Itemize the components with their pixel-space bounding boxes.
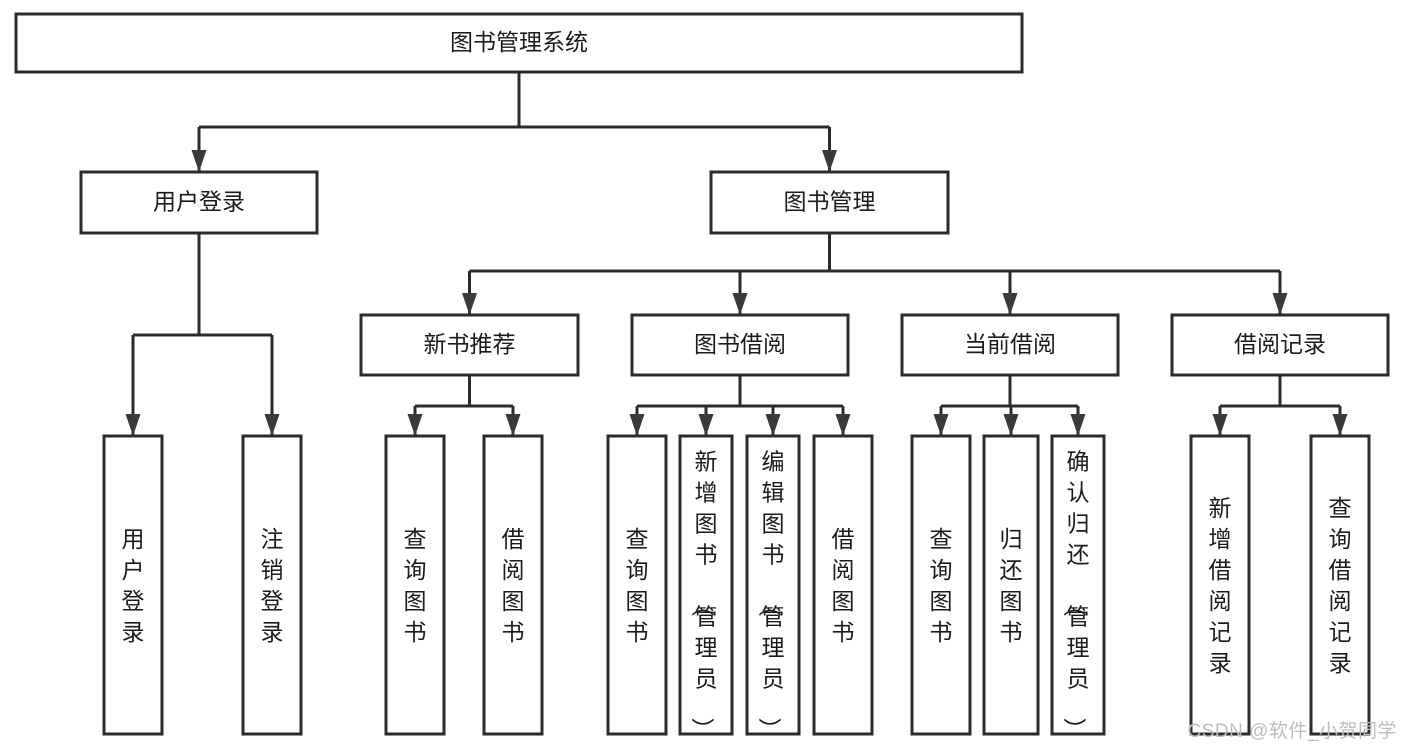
root-label: 图书管理系统 [450, 29, 588, 55]
leaf-node[interactable]: 查询借阅记录 [1309, 434, 1371, 736]
leaf-node[interactable]: 查询图书 [910, 434, 972, 736]
leaf-box[interactable] [1189, 434, 1251, 736]
arrow-head-icon [1332, 414, 1348, 436]
arrow-head-icon [765, 414, 781, 436]
leaf-label: 新增借阅记录 [1209, 495, 1232, 676]
level3-box[interactable] [900, 313, 1120, 377]
level3-label: 新书推荐 [424, 331, 516, 357]
level3-label: 当前借阅 [964, 331, 1056, 357]
leaf-label: 查询图书 [404, 526, 427, 645]
leaf-node[interactable]: 查询图书 [384, 434, 446, 736]
leaf-box[interactable] [1050, 434, 1106, 736]
leaf-box[interactable] [1309, 434, 1371, 736]
edges-layer [125, 72, 1348, 436]
level3-box[interactable] [359, 313, 580, 377]
leaf-label: 查询借阅记录 [1329, 495, 1352, 676]
leaf-box[interactable] [102, 434, 164, 736]
arrow-head-icon [1002, 293, 1018, 315]
arrow-head-icon [933, 414, 949, 436]
leaf-label: 归还图书 [1000, 526, 1023, 645]
arrow-head-icon [698, 414, 714, 436]
arrow-head-icon [264, 414, 280, 436]
leaf-label: 查询图书 [930, 526, 953, 645]
level2-box[interactable] [709, 170, 950, 235]
arrow-head-icon [1272, 293, 1288, 315]
level3-node[interactable]: 新书推荐 [359, 313, 580, 377]
level3-node[interactable]: 借阅记录 [1170, 313, 1390, 377]
leaf-node[interactable]: 编辑图书（管理员） [745, 434, 801, 741]
arrow-head-icon [822, 150, 837, 172]
leaf-node[interactable]: 用户登录 [102, 434, 164, 736]
leaf-node[interactable]: 新增借阅记录 [1189, 434, 1251, 736]
leaf-box[interactable] [384, 434, 446, 736]
arrow-head-icon [191, 150, 207, 172]
leaf-node[interactable]: 查询图书 [606, 434, 668, 736]
level2-node[interactable]: 用户登录 [79, 170, 319, 235]
leaf-label: 查询图书 [626, 526, 649, 645]
level2-node[interactable]: 图书管理 [709, 170, 950, 235]
leaf-label: 新增图书（管理员） [690, 449, 718, 741]
nodes-layer: 图书管理系统用户登录图书管理新书推荐图书借阅当前借阅借阅记录用户登录注销登录查询… [14, 12, 1390, 741]
arrow-head-icon [125, 414, 141, 436]
level3-node[interactable]: 图书借阅 [630, 313, 850, 377]
arrow-head-icon [1003, 414, 1019, 436]
arrow-head-icon [505, 414, 521, 436]
level3-box[interactable] [630, 313, 850, 377]
leaf-box[interactable] [241, 434, 303, 736]
leaf-label: 用户登录 [122, 526, 145, 645]
level2-label: 图书管理 [784, 189, 876, 215]
root-box[interactable] [14, 12, 1024, 74]
leaf-label: 借阅图书 [502, 526, 525, 645]
arrow-head-icon [407, 414, 423, 436]
leaf-box[interactable] [745, 434, 801, 736]
leaf-node[interactable]: 注销登录 [241, 434, 303, 736]
arrow-head-icon [1212, 414, 1228, 436]
level2-box[interactable] [79, 170, 319, 235]
leaf-label: 确认归还（管理员） [1062, 449, 1090, 741]
leaf-node[interactable]: 新增图书（管理员） [678, 434, 734, 741]
arrow-head-icon [835, 414, 851, 436]
level2-label: 用户登录 [153, 189, 245, 215]
leaf-node[interactable]: 借阅图书 [482, 434, 544, 736]
leaf-box[interactable] [482, 434, 544, 736]
leaf-label: 编辑图书（管理员） [757, 449, 785, 741]
leaf-box[interactable] [812, 434, 874, 736]
arrow-head-icon [629, 414, 645, 436]
arrow-head-icon [462, 293, 477, 315]
leaf-label: 注销登录 [261, 526, 284, 645]
leaf-box[interactable] [982, 434, 1040, 736]
leaf-label: 借阅图书 [832, 526, 855, 645]
arrow-head-icon [1070, 414, 1086, 436]
level3-label: 图书借阅 [694, 331, 786, 357]
leaf-node[interactable]: 归还图书 [982, 434, 1040, 736]
leaf-box[interactable] [606, 434, 668, 736]
leaf-box[interactable] [678, 434, 734, 736]
leaf-node[interactable]: 确认归还（管理员） [1050, 434, 1106, 741]
leaf-node[interactable]: 借阅图书 [812, 434, 874, 736]
level3-node[interactable]: 当前借阅 [900, 313, 1120, 377]
leaf-box[interactable] [910, 434, 972, 736]
level3-label: 借阅记录 [1234, 331, 1326, 357]
level3-box[interactable] [1170, 313, 1390, 377]
arrow-head-icon [732, 293, 748, 315]
root-node[interactable]: 图书管理系统 [14, 12, 1024, 74]
